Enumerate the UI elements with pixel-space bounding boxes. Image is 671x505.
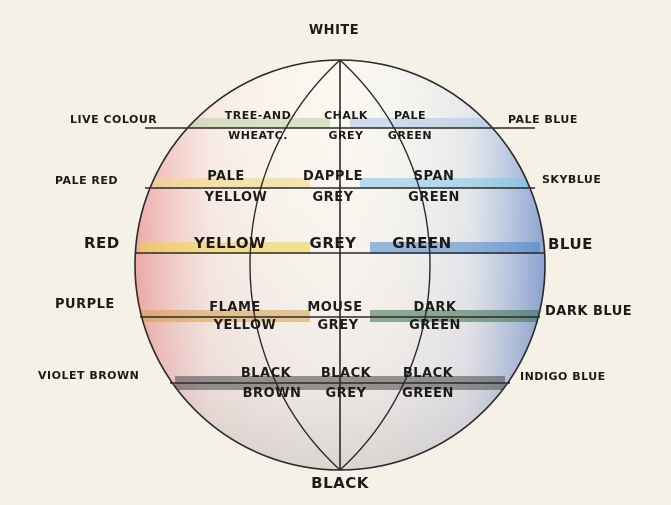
row2-right-line2: GREEN [408,191,460,204]
row4-left-line1: FLAME [209,301,261,314]
row3-center: GREY [310,236,357,251]
left-label-purple: PURPLE [55,298,115,311]
right-label-dark-blue: DARK BLUE [545,305,632,318]
row5-right-line2: GREEN [402,387,454,400]
row2-left-line2: YELLOW [205,191,268,204]
row1-left-line2: WHEATC. [228,130,288,141]
row1-right-line1: PALE [394,110,426,121]
row1-right-line2: GREEN [388,130,432,141]
row4-right-line2: GREEN [409,319,461,332]
row5-center-line1: BLACK [321,367,371,380]
right-label-blue: BLUE [548,237,593,252]
row3-left: YELLOW [194,236,266,251]
label-white: WHITE [309,24,359,37]
row1-left-line1: TREE-AND [225,110,291,121]
label-black: BLACK [311,476,369,491]
row3-right: GREEN [392,236,451,251]
row1-center-line2: GREY [329,130,364,141]
right-label-indigo-blue: INDIGO BLUE [520,371,606,382]
row4-left-line2: YELLOW [214,319,277,332]
left-label-pale-red: PALE RED [55,175,118,186]
row2-center-line1: DAPPLE [303,170,363,183]
left-label-violet-brown: VIOLET BROWN [38,370,139,381]
left-label-red: RED [84,236,120,251]
row2-left-line1: PALE [207,170,245,183]
row4-center-line2: GREY [318,319,359,332]
row2-center-line2: GREY [313,191,354,204]
row4-center-line1: MOUSE [307,301,362,314]
row2-right-line1: SPAN [414,170,455,183]
row4-right-line1: DARK [414,301,457,314]
right-label-pale-blue: PALE BLUE [508,114,578,125]
row1-center-line1: CHALK [324,110,368,121]
row5-center-line2: GREY [326,387,367,400]
right-label-skyblue: SKYBLUE [542,174,601,185]
row5-left-line1: BLACK [241,367,291,380]
left-label-live-colour: LIVE COLOUR [70,114,157,125]
row5-left-line2: BROWN [243,387,302,400]
row5-right-line1: BLACK [403,367,453,380]
